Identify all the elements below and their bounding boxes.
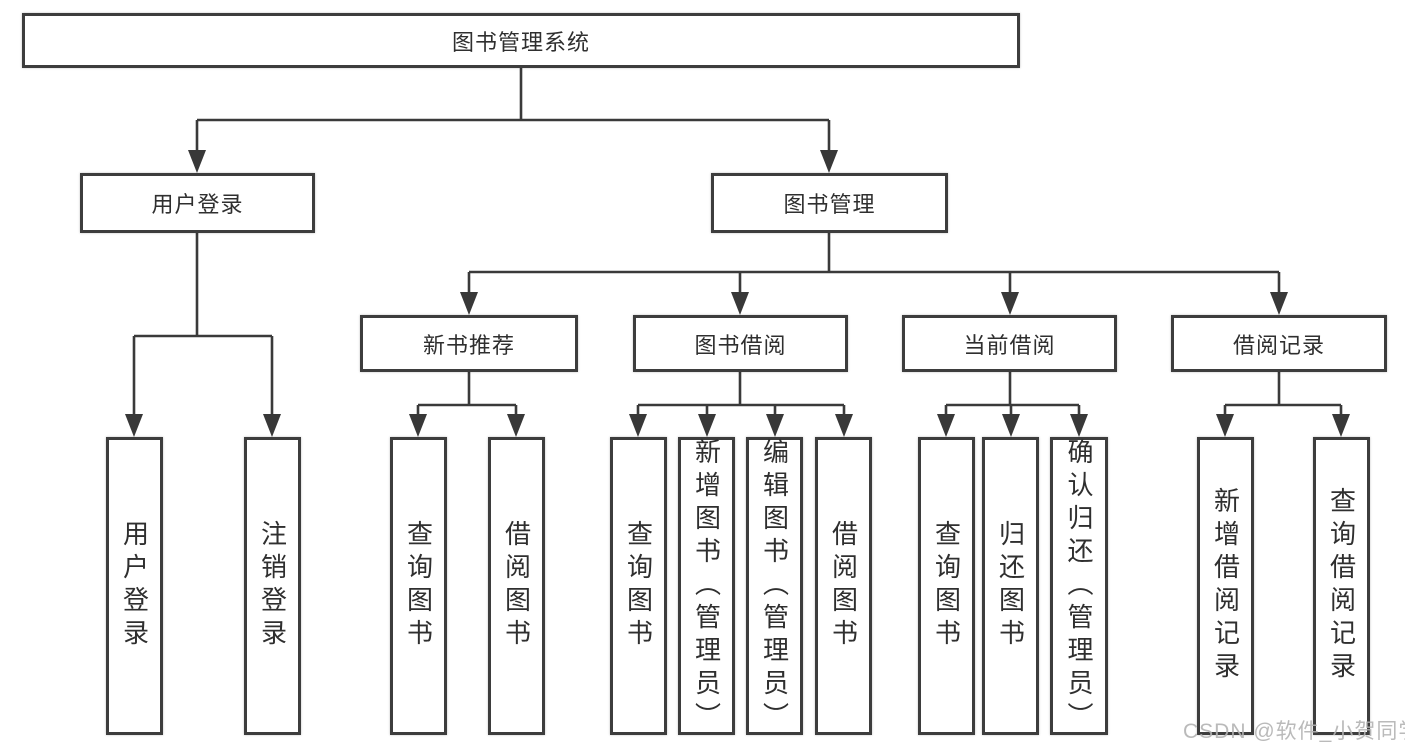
csdn-watermark: CSDN @软件_小贺同学	[1183, 720, 1405, 743]
node-user-login-branch-label: 用户登录	[151, 192, 244, 217]
arrow-to-recommend-borrow	[507, 414, 525, 437]
leaf-borrow-edit-book: 编辑图书（管理员）	[746, 437, 803, 735]
leaf-logout: 注销登录	[244, 437, 301, 735]
leaf-recommend-query-book: 查询图书	[390, 437, 447, 735]
leaf-recommend-borrow-book-label: 借阅图书	[501, 520, 532, 652]
arrow-to-current-return	[1002, 414, 1020, 437]
node-current-borrow: 当前借阅	[902, 315, 1117, 372]
connector-book-management-children	[467, 233, 1281, 296]
leaf-borrow-add-book: 新增图书（管理员）	[678, 437, 735, 735]
node-book-borrow-label: 图书借阅	[694, 332, 787, 358]
arrow-to-records-add	[1216, 414, 1234, 437]
connector-records-children	[1223, 372, 1343, 418]
node-new-book-recommend: 新书推荐	[360, 315, 578, 372]
arrow-to-borrow-add	[698, 414, 716, 437]
arrow-to-current-query	[937, 414, 955, 437]
node-new-book-recommend-label: 新书推荐	[422, 332, 515, 358]
arrow-to-new-book-recommend	[460, 292, 478, 315]
node-root: 图书管理系统	[22, 13, 1020, 68]
node-borrow-records: 借阅记录	[1171, 315, 1387, 372]
leaf-logout-label: 注销登录	[257, 520, 288, 652]
node-book-management: 图书管理	[711, 173, 948, 233]
arrow-to-leaf-user-login	[125, 414, 143, 437]
leaf-current-query-book: 查询图书	[918, 437, 975, 735]
leaf-borrow-borrow-book-label: 借阅图书	[828, 520, 859, 652]
arrow-to-records-query	[1332, 414, 1350, 437]
connector-current-children	[944, 372, 1081, 418]
arrow-to-leaf-logout	[263, 414, 281, 437]
leaf-current-confirm-return: 确认归还（管理员）	[1050, 437, 1108, 735]
node-book-borrow: 图书借阅	[633, 315, 848, 372]
connector-root-to-level2	[195, 68, 831, 155]
arrow-to-user-login	[188, 150, 206, 173]
leaf-recommend-query-book-label: 查询图书	[403, 520, 434, 652]
leaf-current-confirm-return-label: 确认归还（管理员）	[1064, 437, 1094, 735]
leaf-records-query-record-label: 查询借阅记录	[1326, 487, 1357, 685]
node-user-login-branch: 用户登录	[80, 173, 315, 233]
leaf-records-add-record-label: 新增借阅记录	[1210, 487, 1241, 685]
node-book-management-label: 图书管理	[783, 192, 876, 217]
leaf-current-query-book-label: 查询图书	[931, 520, 962, 652]
arrow-to-borrow-borrow	[835, 414, 853, 437]
node-current-borrow-label: 当前借阅	[963, 332, 1056, 358]
connector-user-login-children	[132, 233, 274, 418]
leaf-borrow-borrow-book: 借阅图书	[815, 437, 872, 735]
leaf-records-add-record: 新增借阅记录	[1197, 437, 1254, 735]
arrow-to-book-management	[820, 150, 838, 173]
leaf-recommend-borrow-book: 借阅图书	[488, 437, 545, 735]
node-root-label: 图书管理系统	[451, 29, 590, 55]
leaf-borrow-add-book-label: 新增图书（管理员）	[691, 437, 722, 735]
leaf-current-return-book-label: 归还图书	[995, 520, 1026, 652]
leaf-current-return-book: 归还图书	[982, 437, 1039, 735]
arrow-to-book-borrow	[731, 292, 749, 315]
connector-borrow-children	[636, 372, 846, 418]
leaf-borrow-edit-book-label: 编辑图书（管理员）	[759, 437, 790, 735]
arrow-to-borrow-query	[629, 414, 647, 437]
arrow-to-borrow-edit	[766, 414, 784, 437]
arrow-to-current-confirm	[1070, 414, 1088, 437]
connector-recommend-children	[416, 372, 518, 418]
leaf-user-login: 用户登录	[106, 437, 163, 735]
leaf-borrow-query-book: 查询图书	[610, 437, 667, 735]
arrow-to-recommend-query	[409, 414, 427, 437]
arrow-to-borrow-records	[1270, 292, 1288, 315]
leaf-user-login-label: 用户登录	[119, 520, 150, 652]
arrow-to-current-borrow	[1001, 292, 1019, 315]
node-borrow-records-label: 借阅记录	[1232, 332, 1325, 358]
leaf-records-query-record: 查询借阅记录	[1313, 437, 1370, 735]
leaf-borrow-query-book-label: 查询图书	[623, 520, 654, 652]
